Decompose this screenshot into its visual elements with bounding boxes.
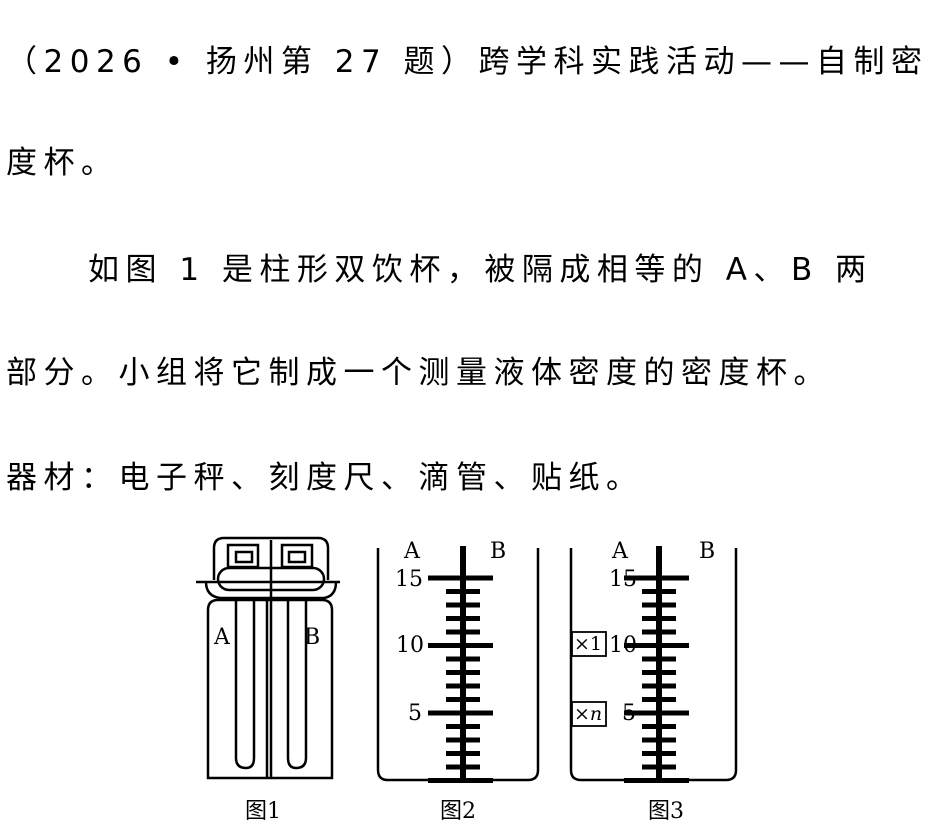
figure-3-scale-tick — [642, 683, 676, 689]
figure-3-scale-tick — [642, 724, 676, 729]
figure-2-scale-15: 15 — [395, 567, 423, 592]
figure-2-scale-10: 10 — [396, 633, 424, 658]
figure-2-scaled-cup — [376, 546, 540, 783]
figure-2-scale-tick — [446, 751, 480, 756]
figure-1-label-a: A — [213, 625, 231, 650]
figure-2-scale-tick — [428, 643, 493, 648]
figure-2-scale-tick — [446, 602, 480, 608]
figure-3-label-b: B — [699, 539, 715, 564]
figure-3-scale-tick — [642, 656, 676, 662]
figure-3-scale-tick — [642, 751, 676, 756]
figure-3-scaled-cup — [569, 546, 738, 783]
figure-1-label-b: B — [304, 625, 320, 650]
problem-line-4: 部分。小组将它制成一个测量液体密度的密度杯。 — [6, 355, 831, 391]
figure-2-label-a: A — [403, 539, 421, 564]
figure-2-scale-tick — [446, 683, 480, 689]
figure-3-scale-tick — [642, 764, 676, 770]
figure-2-scale-tick — [428, 575, 493, 581]
figure-3-scale-tick — [642, 737, 676, 743]
figure-3-caption: 图3 — [648, 799, 684, 824]
figure-2-scale-tick — [446, 629, 480, 635]
figure-3-sticker-1-text: ×1 — [574, 633, 602, 655]
figure-2-scale-tick — [446, 656, 480, 662]
figure-3-scale-tick — [642, 589, 676, 594]
problem-line-5: 器材：电子秤、刻度尺、滴管、贴纸。 — [6, 460, 644, 496]
figure-2-scale-tick — [446, 764, 480, 770]
figure-3-scale-ticks — [624, 575, 689, 783]
figure-2-scale-tick — [446, 670, 480, 675]
problem-line-3: 如图 1 是柱形双饮杯，被隔成相等的 A、B 两 — [88, 252, 873, 288]
figure-3-scale-tick — [624, 778, 689, 783]
figure-2-scale-tick — [446, 737, 480, 743]
figure-1-caption: 图1 — [245, 799, 281, 824]
figure-2-caption: 图2 — [440, 799, 476, 824]
figure-3-label-a: A — [611, 539, 629, 564]
figure-2-scale-ticks — [428, 575, 493, 783]
figure-3-scale-5: 5 — [622, 701, 636, 726]
figure-2-scale-tick — [428, 710, 493, 716]
figure-2-label-b: B — [490, 539, 506, 564]
figure-3-scale-10: 10 — [609, 633, 637, 658]
figure-3-scale-tick — [624, 575, 689, 581]
figure-2-scale-tick — [446, 616, 480, 621]
figure-3-scale-tick — [642, 629, 676, 635]
figure-3-sticker-1 — [571, 631, 607, 657]
figure-3-scale-tick — [642, 616, 676, 621]
figure-2-scale-tick — [428, 778, 493, 783]
figure-3-sticker-n-text: ×n — [574, 703, 602, 725]
problem-line-2: 度杯。 — [6, 145, 119, 181]
figure-2-scale-tick — [446, 724, 480, 729]
figure-3-scale-15: 15 — [609, 567, 637, 592]
figure-2-scale-5: 5 — [408, 701, 422, 726]
problem-line-1: （2026 • 扬州第 27 题）跨学科实践活动——自制密 — [6, 44, 925, 80]
figure-2-scale-tick — [446, 697, 480, 702]
figure-3-scale-tick — [624, 710, 689, 716]
figure-3-scale-tick — [642, 602, 676, 608]
figure-3-scale-tick — [624, 643, 689, 648]
figure-2-scale-tick — [446, 589, 480, 594]
figure-3-scale-tick — [642, 670, 676, 675]
figure-3-sticker-n — [571, 701, 607, 727]
figure-1-double-cup — [196, 536, 340, 780]
figure-3-scale-tick — [642, 697, 676, 702]
